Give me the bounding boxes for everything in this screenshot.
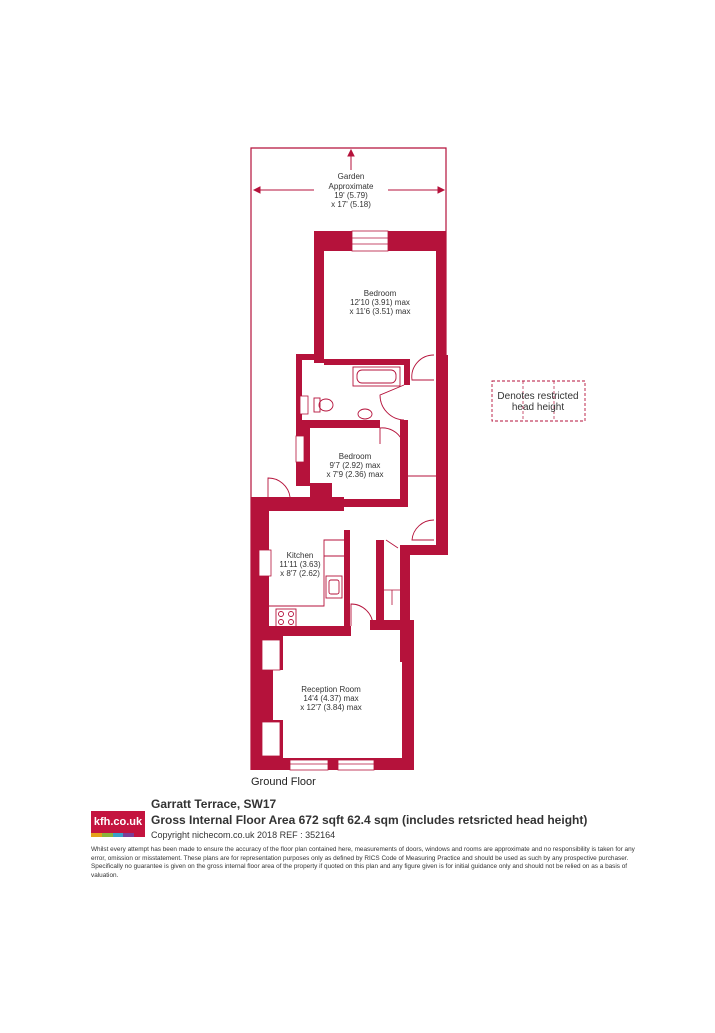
reception-windows	[261, 639, 375, 771]
svg-text:Approximate: Approximate	[329, 182, 374, 191]
svg-text:11'11 (3.63): 11'11 (3.63)	[279, 560, 321, 569]
svg-text:Reception Room: Reception Room	[301, 685, 361, 694]
svg-text:Denotes restricted: Denotes restricted	[497, 391, 578, 402]
copyright: Copyright nichecom.co.uk 2018 REF : 3521…	[151, 830, 336, 840]
svg-text:Kitchen: Kitchen	[287, 551, 314, 560]
hall-cupboard	[384, 539, 400, 605]
hallway-walls	[400, 355, 448, 620]
property-address: Garratt Terrace, SW17	[151, 797, 277, 811]
bathroom-window	[299, 395, 309, 415]
bedroom1-label: Bedroom 12'10 (3.91) max x 11'6 (3.51) m…	[350, 289, 411, 316]
bedroom2-window	[295, 435, 305, 463]
floor-plan: Garden Approximate 19' (5.79) x 17' (5.1…	[250, 147, 586, 771]
bathroom-door	[379, 384, 405, 421]
svg-text:x 7'9 (2.36) max: x 7'9 (2.36) max	[326, 470, 383, 479]
logo-text: kfh.co.uk	[93, 816, 143, 828]
floor-label: Ground Floor	[251, 776, 316, 788]
toilet	[313, 397, 334, 413]
disclaimer: Whilst every attempt has been made to en…	[91, 846, 635, 879]
svg-text:12'10 (3.91) max: 12'10 (3.91) max	[350, 298, 410, 307]
logo-stripe	[91, 833, 145, 837]
garden-dimension-arrows	[252, 148, 446, 194]
bathroom-walls	[296, 354, 410, 424]
kitchen-window	[258, 549, 272, 577]
svg-text:x 12'7 (3.84) max: x 12'7 (3.84) max	[300, 703, 362, 712]
kitchen-door	[267, 477, 291, 498]
logo-stripe-1	[91, 833, 102, 837]
svg-text:Bedroom: Bedroom	[339, 452, 372, 461]
bedroom1-window	[351, 230, 389, 252]
bedroom2-door	[379, 427, 403, 444]
svg-text:head height: head height	[512, 402, 564, 413]
bathtub	[352, 366, 401, 387]
floor-area: Gross Internal Floor Area 672 sqft 62.4 …	[151, 813, 588, 827]
bedroom2-label: Bedroom 9'7 (2.92) max x 7'9 (2.36) max	[326, 452, 383, 479]
basin	[357, 408, 373, 420]
logo-stripe-5	[134, 833, 145, 837]
kitchen-sink	[325, 575, 343, 599]
kitchen-hob	[275, 608, 297, 628]
svg-text:x 17' (5.18): x 17' (5.18)	[331, 200, 371, 209]
reception-label: Reception Room 14'4 (4.37) max x 12'7 (3…	[300, 685, 362, 712]
svg-text:19' (5.79): 19' (5.79)	[334, 191, 368, 200]
kitchen-label: Kitchen 11'11 (3.63) x 8'7 (2.62)	[279, 551, 321, 578]
restricted-height-legend: Denotes restricted head height	[491, 380, 586, 422]
logo-stripe-4	[123, 833, 135, 837]
hallway-doors	[408, 354, 436, 541]
reception-door	[350, 603, 374, 627]
svg-text:Garden: Garden	[338, 172, 365, 181]
svg-text:Bedroom: Bedroom	[364, 289, 397, 298]
garden-label: Garden Approximate 19' (5.79) x 17' (5.1…	[329, 172, 374, 209]
svg-text:x 11'6 (3.51) max: x 11'6 (3.51) max	[350, 307, 411, 316]
logo-stripe-3	[112, 833, 124, 837]
svg-text:14'4 (4.37) max: 14'4 (4.37) max	[303, 694, 358, 703]
kitchen-counter	[268, 539, 344, 607]
svg-text:9'7 (2.92) max: 9'7 (2.92) max	[330, 461, 381, 470]
kfh-logo: kfh.co.uk	[91, 811, 145, 837]
svg-text:x 8'7 (2.62): x 8'7 (2.62)	[280, 569, 320, 578]
logo-stripe-2	[101, 833, 113, 837]
